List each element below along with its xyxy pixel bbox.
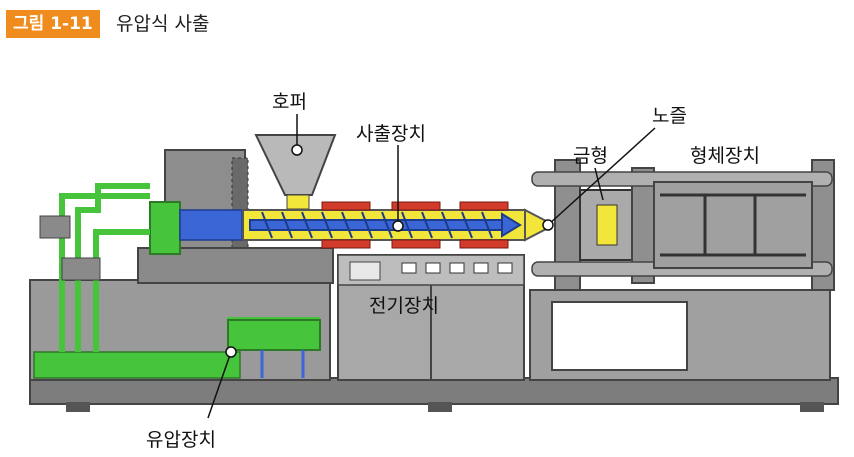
leader-lines [207,114,656,419]
hopper-throat [286,194,310,210]
label-nozzle: 노즐 [652,105,687,127]
electrical-display [349,261,381,281]
label-mold: 금형 [573,145,608,167]
label-injection-unit: 사출장치 [356,123,426,145]
figure-number-badge: 그림 1-11 [6,10,100,38]
hydraulic-motor [227,319,321,351]
base-foot-mid [428,402,452,412]
heater-bands [321,201,509,249]
label-hopper: 호퍼 [272,91,307,113]
cylinder-rod [179,209,243,241]
clamp-base-window [551,301,688,371]
mold-cavity [596,204,618,246]
toggle-links [660,193,806,257]
figure-title: 유압식 사출 [116,13,210,35]
base-foot-left [66,402,90,412]
leader-dots [225,144,554,358]
label-hydraulic-unit: 유압장치 [146,429,216,451]
hydraulic-oil-tank [33,351,241,379]
label-electrical-unit: 전기장치 [369,295,439,317]
screw [249,211,522,239]
base-foot-right [800,402,824,412]
electrical-controls [401,262,513,274]
injection-cylinder [149,201,181,255]
machine-base [29,377,839,405]
hydraulic-valves [39,215,101,281]
hopper [254,134,337,196]
label-clamping-unit: 형체장치 [690,145,760,167]
